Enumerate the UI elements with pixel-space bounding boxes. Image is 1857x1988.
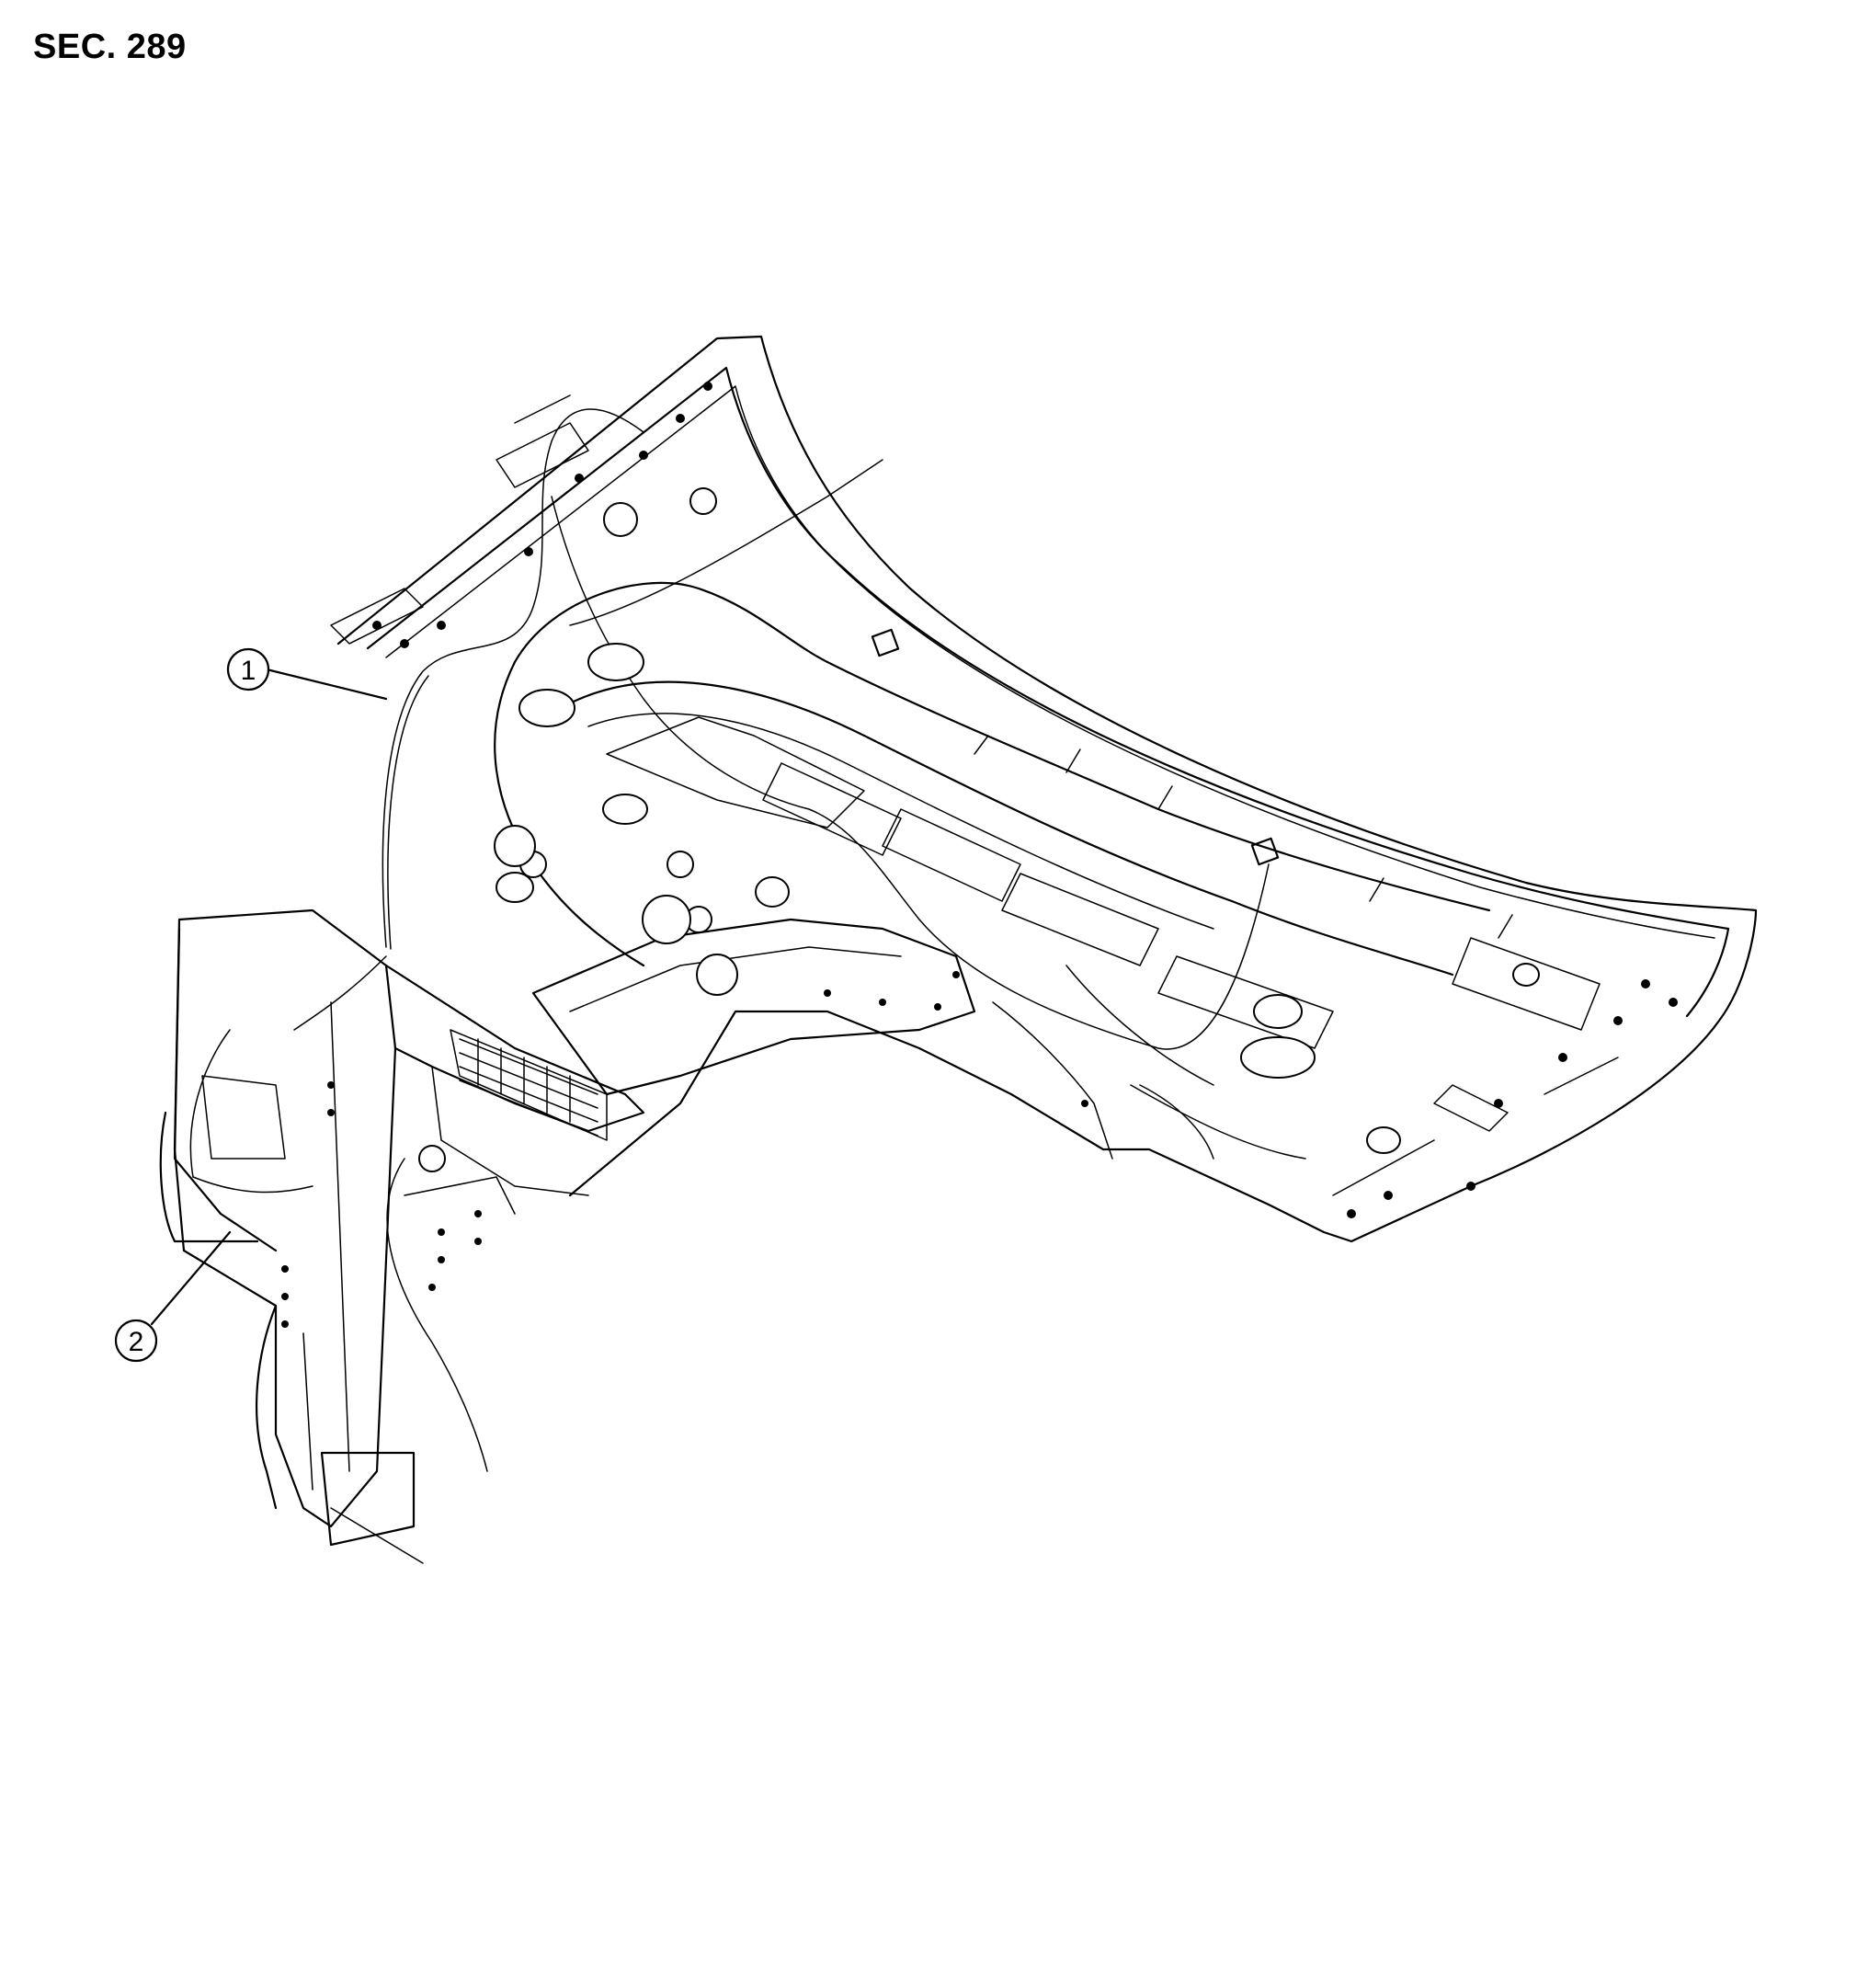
hood-inner-rim — [366, 366, 1730, 1018]
washer-nozzle-clip — [1250, 837, 1280, 866]
hood-holes — [418, 487, 1540, 1172]
callout-1-leader — [265, 668, 388, 701]
callout-2-leader — [150, 1230, 232, 1326]
washer-hose-1 — [382, 408, 644, 948]
callout-2: 2 — [114, 1319, 158, 1363]
grille-mesh — [459, 1038, 598, 1137]
washer-nozzle-clip — [871, 628, 900, 657]
radiator-support-frame — [173, 908, 645, 1528]
hood-outline — [336, 335, 1758, 1243]
callout-1: 1 — [226, 647, 270, 691]
bolt-dots — [281, 382, 1678, 1328]
callout-1-number: 1 — [241, 656, 256, 686]
section-label: SEC. 289 — [33, 28, 187, 66]
washer-hose-2 — [551, 496, 1270, 1050]
callout-2-number: 2 — [129, 1327, 144, 1357]
